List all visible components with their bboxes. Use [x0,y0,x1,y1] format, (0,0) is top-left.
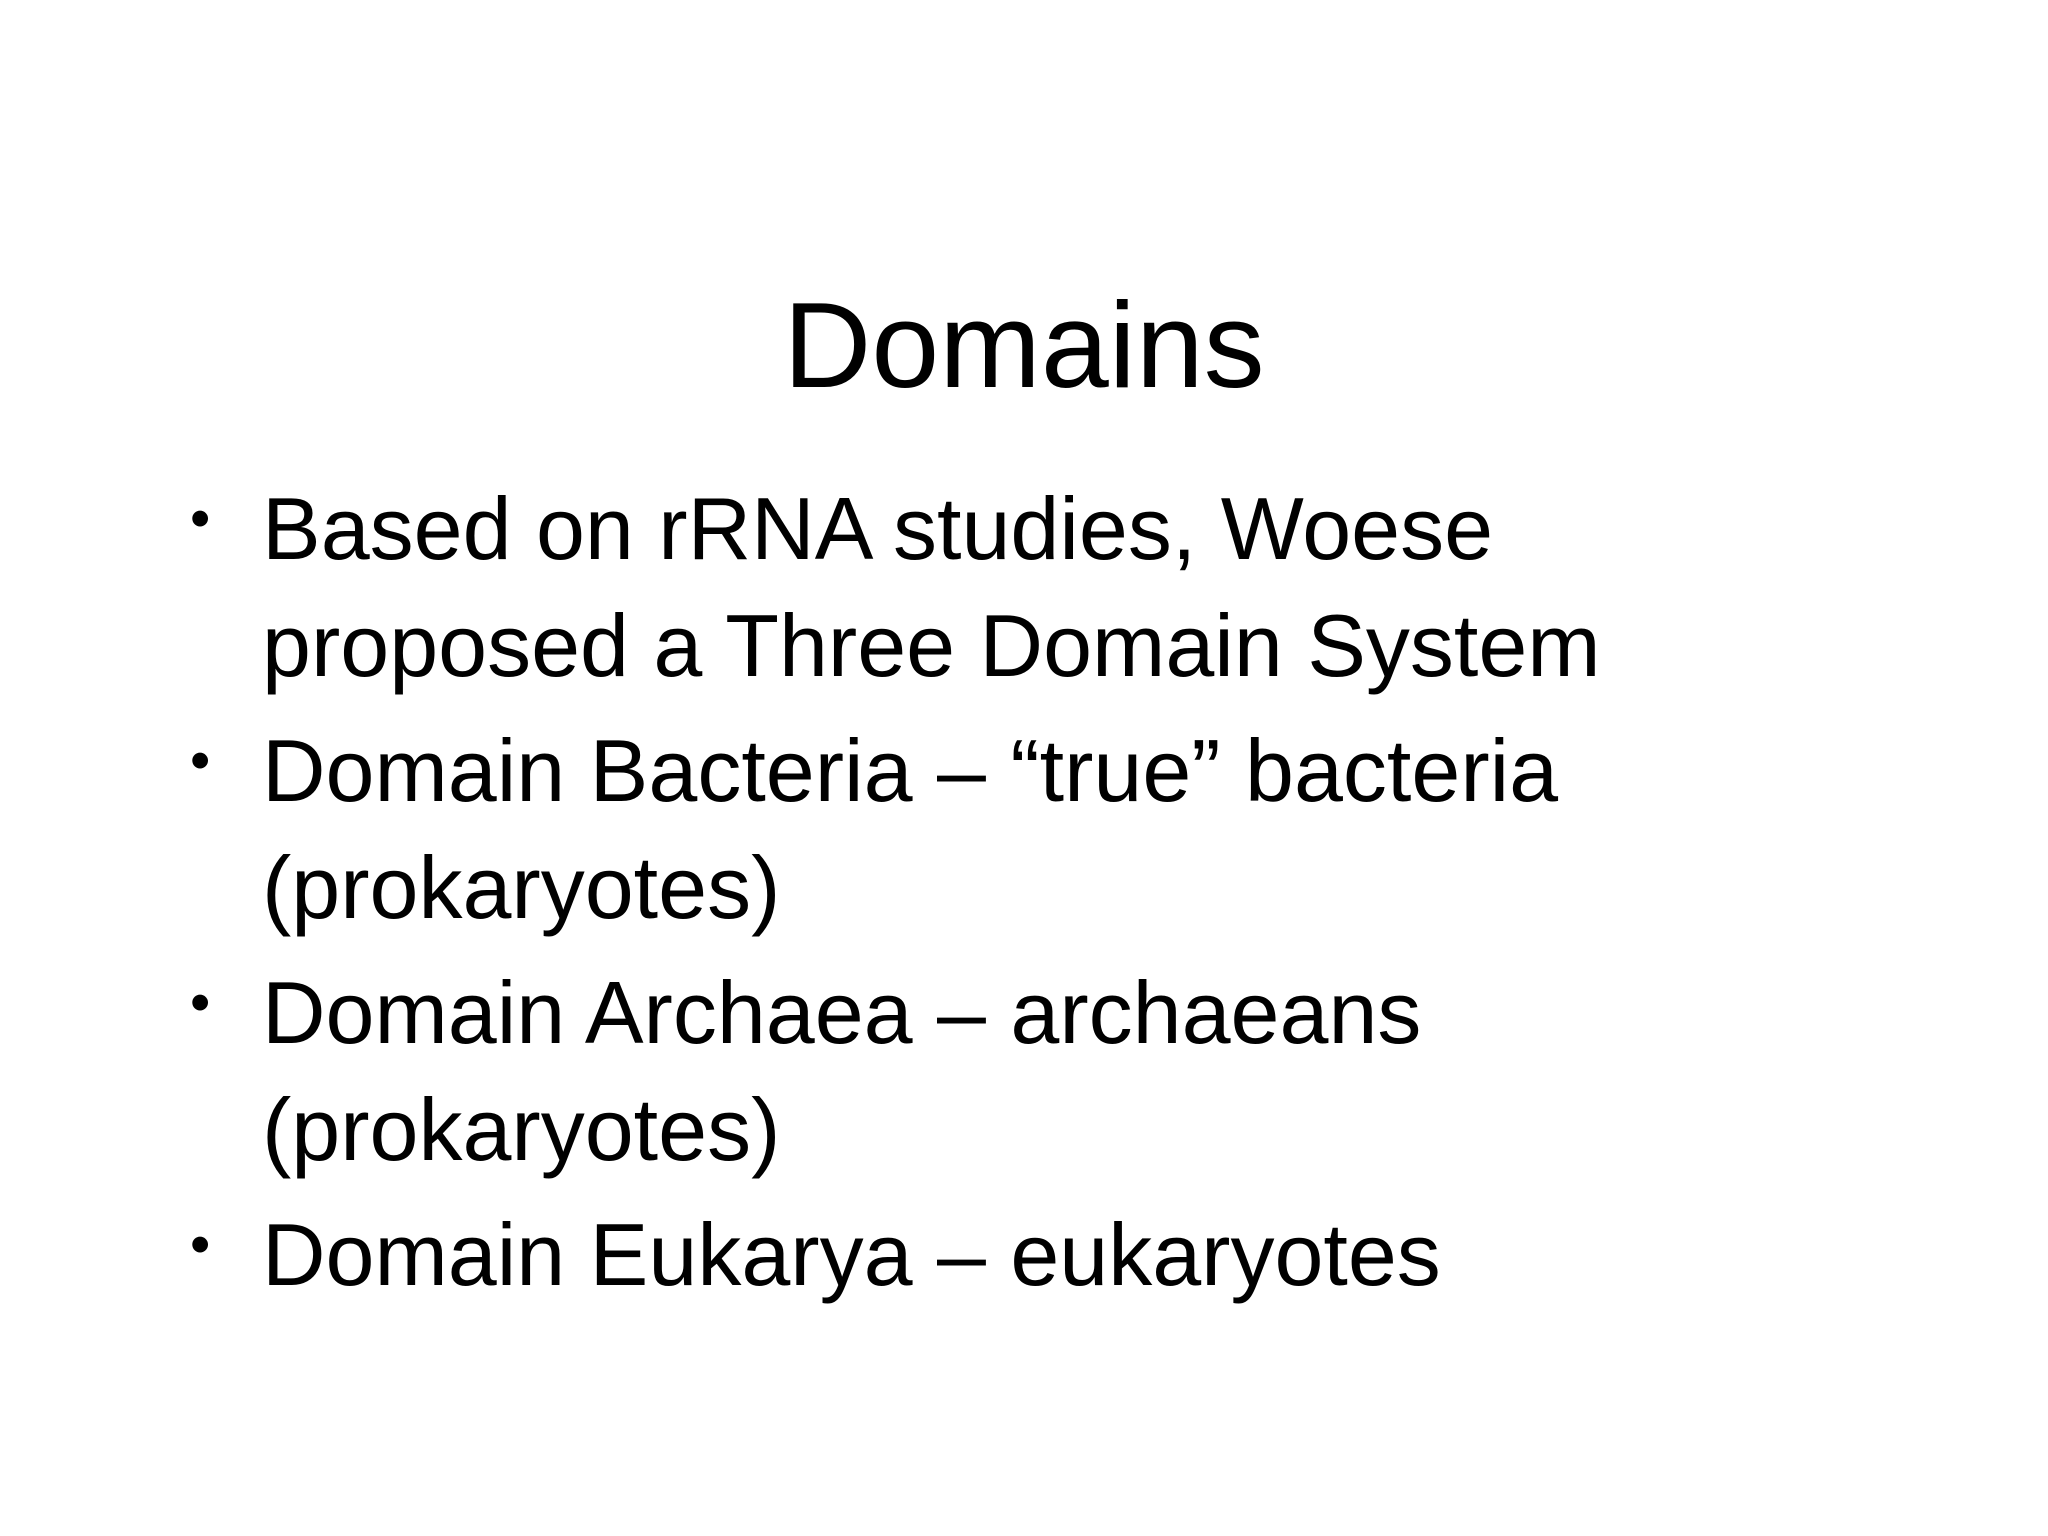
bullet-line: Domain Archaea – archaeans [262,963,1422,1063]
bullet-icon: • [190,728,211,794]
bullet-text: Domain Eukarya – eukaryotes [262,1196,1948,1313]
bullet-line: proposed a Three Domain System [262,596,1601,696]
bullet-list: • Based on rRNA studies, Woese proposed … [190,470,1948,1321]
list-item: • Domain Bacteria – “true” bacteria (pro… [190,712,1948,946]
bullet-line: (prokaryotes) [262,1080,781,1180]
bullet-icon: • [190,486,211,551]
bullet-icon: • [190,970,211,1036]
bullet-line: (prokaryotes) [262,838,781,938]
list-item: • Based on rRNA studies, Woese proposed … [190,470,1948,704]
bullet-icon: • [190,1212,211,1278]
bullet-text: Domain Bacteria – “true” bacteria (proka… [262,712,1948,946]
bullet-line: Based on rRNA studies, Woese [262,479,1494,578]
bullet-text: Based on rRNA studies, Woese proposed a … [262,470,1948,704]
slide-title: Domains [783,276,1265,413]
list-item: • Domain Archaea – archaeans (prokaryote… [190,954,1948,1188]
bullet-text: Domain Archaea – archaeans (prokaryotes) [262,954,1948,1188]
bullet-line: Domain Eukarya – eukaryotes [262,1205,1441,1305]
list-item: • Domain Eukarya – eukaryotes [190,1196,1948,1313]
bullet-line: Domain Bacteria – “true” bacteria [262,721,1559,821]
